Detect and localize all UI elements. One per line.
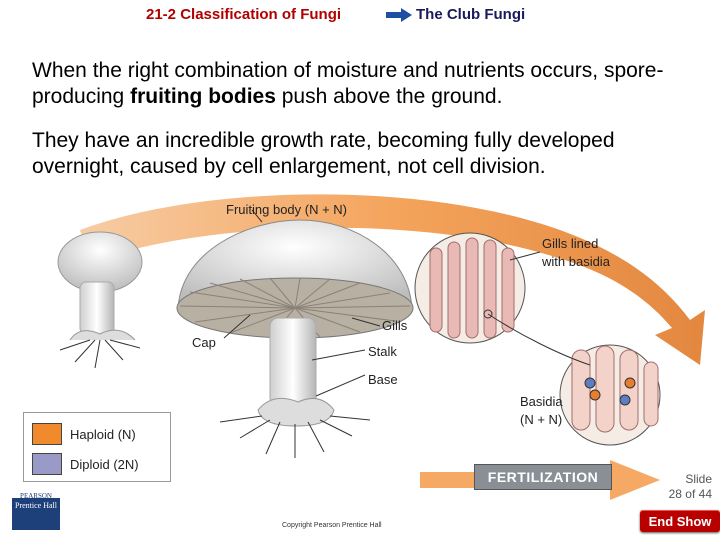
gills-closeup	[414, 232, 526, 344]
haploid-swatch	[32, 423, 62, 445]
label-stalk: Stalk	[368, 344, 397, 359]
para1-text-end: push above the ground.	[275, 85, 503, 108]
label-basidia-2: (N + N)	[520, 412, 562, 427]
section-title: 21-2 Classification of Fungi	[146, 6, 342, 23]
mushroom-lifecycle-diagram: Fruiting body (N + N) Gills lined with b…	[57, 194, 705, 500]
fertilization-label: FERTILIZATION	[474, 464, 612, 490]
label-cap: Cap	[192, 335, 216, 350]
arrow-right-icon	[386, 8, 412, 22]
lifecycle-arrow	[80, 194, 705, 365]
legend-diploid-label: Diploid (2N)	[70, 456, 139, 472]
copyright-text: Copyright Pearson Prentice Hall	[282, 522, 382, 529]
ploidy-legend: Haploid (N) Diploid (2N)	[23, 412, 171, 482]
slide-header: 21-2 Classification of Fungi The Club Fu…	[0, 0, 720, 30]
topic-title: The Club Fungi	[416, 6, 526, 23]
legend-row-haploid: Haploid (N)	[32, 423, 136, 445]
slide-number: Slide 28 of 44	[669, 472, 712, 502]
label-gills-lined-1: Gills lined	[542, 236, 598, 251]
label-gills-lined-2: with basidia	[541, 254, 611, 269]
label-fruiting-body: Fruiting body (N + N)	[226, 202, 347, 217]
paragraph-growth-rate: They have an incredible growth rate, bec…	[32, 129, 615, 178]
legend-row-diploid: Diploid (2N)	[32, 453, 139, 475]
pearson-wordmark: PEARSON	[20, 492, 52, 500]
paragraph-fruiting-bodies: When the right combination of moisture a…	[32, 58, 712, 110]
end-show-button[interactable]: End Show	[640, 510, 720, 532]
legend-haploid-label: Haploid (N)	[70, 426, 136, 442]
slide-count: 28 of 44	[668, 487, 712, 501]
label-basidia-1: Basidia	[520, 394, 563, 409]
basidia-closeup	[559, 344, 661, 446]
label-base: Base	[368, 372, 398, 387]
para1-bold-term: fruiting bodies	[130, 85, 276, 108]
label-gills: Gills	[382, 318, 408, 333]
para1-text: When the right combination of moisture a…	[32, 59, 664, 108]
young-mushroom-illustration	[57, 231, 143, 369]
prentice-hall-logo: Prentice Hall	[12, 498, 60, 530]
mature-mushroom-illustration	[176, 219, 414, 458]
diploid-swatch	[32, 453, 62, 475]
slide-label: Slide	[685, 472, 712, 486]
